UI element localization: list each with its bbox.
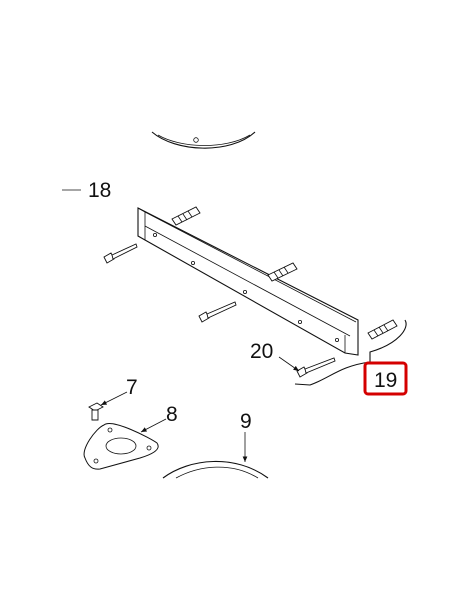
wall-plug-upper: [171, 206, 201, 226]
wall-plug-middle: [267, 262, 298, 282]
rail-bar: [137, 207, 359, 356]
callout-19: 19: [374, 369, 397, 392]
highlight-box-19: 19: [363, 361, 408, 396]
callout-7: 7: [126, 376, 138, 399]
callout-8: 8: [166, 403, 178, 426]
upper-hub-partial: [151, 131, 256, 149]
triangular-bracket-part-8: [83, 423, 159, 470]
small-screw-part-7: [88, 402, 104, 421]
leader-lines: [62, 189, 300, 462]
callout-9: 9: [240, 410, 252, 433]
callout-18: 18: [88, 179, 111, 202]
callout-20: 20: [250, 340, 273, 363]
lower-wheel-partial: [162, 460, 269, 479]
wall-plug-right: [367, 319, 398, 340]
screw-left: [103, 243, 138, 264]
screw-lower: [296, 357, 336, 378]
screw-middle: [198, 301, 237, 323]
